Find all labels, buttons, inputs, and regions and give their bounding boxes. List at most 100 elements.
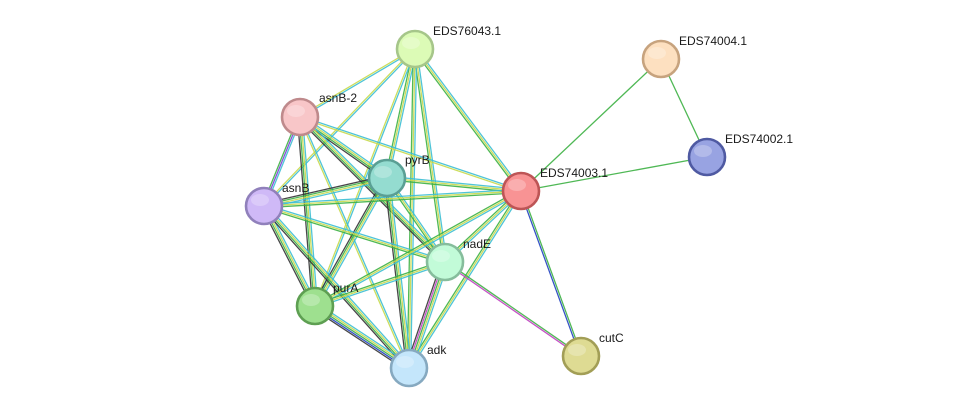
edge-channel: [385, 178, 409, 369]
node-highlight: [302, 294, 320, 306]
edge-channel: [263, 176, 387, 206]
edge-channel: [298, 117, 315, 307]
edge-channel: [414, 48, 522, 192]
node-circle[interactable]: [295, 286, 335, 326]
node-circle[interactable]: [425, 242, 465, 282]
edge-channel: [386, 48, 416, 179]
edge-EDS76043.1-EDS74003.1[interactable]: [413, 47, 523, 193]
edge-channel: [264, 192, 522, 209]
node-EDS74003.1[interactable]: EDS74003.1: [501, 166, 608, 211]
edge-asnB-2-purA[interactable]: [296, 116, 319, 307]
node-EDS74004.1[interactable]: EDS74004.1: [641, 34, 747, 79]
node-circle[interactable]: [244, 186, 284, 226]
edge-EDS74003.1-adk[interactable]: [407, 189, 523, 370]
edge-EDS74003.1-purA[interactable]: [313, 188, 523, 309]
edge-channel: [300, 116, 411, 368]
edge-channel: [297, 118, 444, 265]
edge-asnB-EDS74003.1[interactable]: [263, 188, 522, 209]
node-highlight: [396, 356, 414, 368]
node-adk[interactable]: adk: [389, 343, 447, 388]
node-label: EDS74003.1: [540, 166, 608, 180]
edge-channel: [409, 191, 523, 370]
edge-EDS76043.1-asnB[interactable]: [262, 47, 417, 208]
edge-channel: [264, 179, 388, 210]
edge-pyrB-asnB[interactable]: [263, 174, 388, 210]
edge-channel: [299, 117, 521, 193]
edge-EDS74003.1-EDS74002.1[interactable]: [520, 156, 708, 192]
edge-channel: [263, 174, 387, 205]
edge-channel: [300, 49, 416, 119]
edge-channel: [315, 262, 446, 309]
node-pyrB[interactable]: pyrB: [367, 153, 430, 198]
node-label: nadE: [463, 237, 491, 251]
node-label: cutC: [599, 331, 624, 345]
edge-channel: [264, 178, 388, 208]
node-highlight: [648, 47, 666, 59]
node-EDS76043.1[interactable]: EDS76043.1: [395, 24, 501, 69]
edge-EDS76043.1-pyrB[interactable]: [384, 48, 418, 179]
node-asnB[interactable]: asnB: [244, 181, 309, 226]
edge-channel: [410, 49, 418, 369]
node-highlight: [402, 37, 420, 49]
edge-channel: [387, 175, 522, 190]
node-circle[interactable]: [501, 171, 541, 211]
edge-channel: [301, 116, 319, 306]
node-circle[interactable]: [367, 158, 407, 198]
edge-channel: [388, 49, 418, 179]
node-label: adk: [427, 343, 447, 357]
node-nadE[interactable]: nadE: [425, 237, 491, 282]
edge-channel: [414, 48, 446, 263]
edge-channel: [520, 58, 662, 192]
edge-nadE-cutC[interactable]: [444, 260, 582, 358]
node-label: purA: [333, 281, 358, 295]
edge-pyrB-adk[interactable]: [383, 177, 413, 369]
edge-channel: [445, 260, 582, 356]
edge-channel: [296, 117, 314, 307]
edge-channel: [388, 177, 413, 368]
edge-EDS76043.1-nadE[interactable]: [412, 48, 448, 263]
node-circle[interactable]: [561, 336, 601, 376]
node-highlight: [287, 105, 305, 117]
edge-channel: [408, 190, 522, 369]
node-EDS74002.1[interactable]: EDS74002.1: [687, 132, 793, 177]
edge-channel: [298, 117, 445, 264]
node-highlight: [568, 344, 586, 356]
node-label: EDS74002.1: [725, 132, 793, 146]
edge-asnB-2-EDS74003.1[interactable]: [299, 115, 522, 193]
edge-channel: [300, 116, 317, 306]
edge-channel: [299, 47, 415, 117]
node-label: pyrB: [405, 153, 430, 167]
edge-channel: [315, 191, 523, 309]
edge-channel: [265, 203, 412, 367]
node-highlight: [432, 250, 450, 262]
edge-channel: [262, 206, 409, 370]
edge-EDS74003.1-EDS74004.1[interactable]: [520, 58, 662, 192]
node-highlight: [508, 179, 526, 191]
node-circle[interactable]: [389, 348, 429, 388]
node-circle[interactable]: [641, 39, 681, 79]
node-asnB-2[interactable]: asnB-2: [280, 91, 357, 137]
edge-channel: [264, 49, 417, 208]
edge-channel: [387, 177, 411, 368]
node-purA[interactable]: purA: [295, 281, 358, 326]
edge-EDS76043.1-asnB-2[interactable]: [299, 47, 416, 119]
node-circle[interactable]: [280, 97, 320, 137]
edge-nadE-purA[interactable]: [314, 259, 446, 309]
edge-channel: [444, 262, 581, 358]
edge-channel: [415, 47, 523, 191]
node-label: asnB-2: [319, 91, 357, 105]
edge-channel: [264, 203, 446, 261]
edge-asnB-adk[interactable]: [261, 203, 412, 371]
node-highlight: [251, 194, 269, 206]
node-cutC[interactable]: cutC: [561, 331, 624, 376]
edge-channel: [412, 49, 444, 263]
node-label: EDS74004.1: [679, 34, 747, 48]
edge-channel: [314, 261, 446, 307]
edge-channel: [413, 49, 521, 193]
node-circle[interactable]: [395, 29, 435, 69]
node-highlight: [694, 145, 712, 157]
edge-EDS74003.1-cutC[interactable]: [519, 190, 583, 357]
node-circle[interactable]: [687, 137, 727, 177]
